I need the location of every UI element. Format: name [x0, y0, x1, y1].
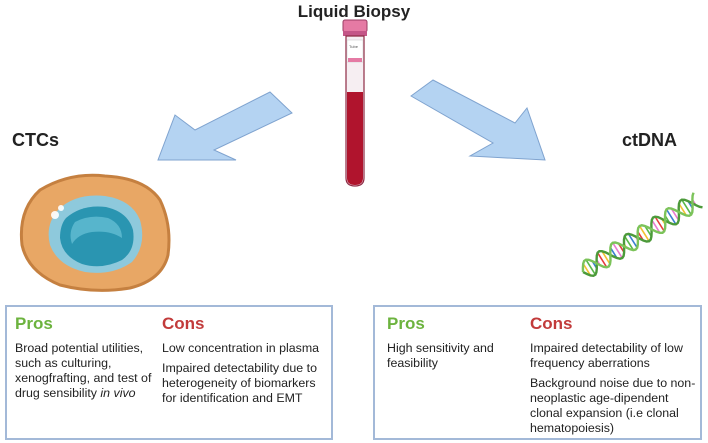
dna-rung [651, 219, 661, 234]
ctcs-pros-italic: in vivo [100, 386, 136, 400]
circulating-tumor-cell-icon [19, 173, 171, 292]
ctdna-heading: ctDNA [622, 130, 678, 150]
arrow-to-ctdna [410, 79, 546, 161]
dna-rung [627, 233, 638, 249]
ctcs-pros-text: Broad potential utilities, such as cultu… [15, 341, 155, 401]
blood-tube-icon: Tube [342, 19, 368, 187]
dna-strand [581, 192, 695, 273]
dna-rung [624, 235, 634, 251]
dna-helix-icon [581, 192, 703, 278]
dna-rung [654, 216, 665, 232]
dna-rung [596, 252, 608, 268]
dna-rung [665, 208, 677, 225]
dna-rung [612, 242, 623, 259]
ctcs-pros-heading: Pros [15, 314, 53, 333]
ctcs-cons-heading: Cons [162, 314, 205, 333]
ctcs-heading: CTCs [12, 130, 60, 150]
ctdna-cons-heading: Cons [530, 314, 573, 333]
dna-rung [638, 225, 650, 242]
tube-label: Tube [349, 44, 359, 49]
ctdna-cons-item: Impaired detectability of low frequency … [530, 341, 683, 370]
dna-rung [582, 263, 592, 276]
dna-rung [585, 259, 597, 276]
ctdna-pros-cons-box: Pros High sensitivity and feasibility Co… [373, 305, 702, 440]
dna-rung [681, 199, 692, 216]
ctcs-cons-item: Low concentration in plasma [162, 341, 320, 355]
dna-rung [678, 203, 688, 216]
ctdna-pros-heading: Pros [387, 314, 425, 333]
ctdna-cons-item: Background noise due to non-neoplastic a… [530, 376, 696, 435]
dna-rung [601, 250, 611, 265]
arrow-to-ctcs [157, 91, 293, 161]
ctcs-pros-cons-box: Pros Broad potential utilities, such as … [5, 305, 333, 440]
ctdna-pros-text: High sensitivity and feasibility [387, 341, 494, 370]
ctcs-pros-body: Broad potential utilities, such as cultu… [15, 341, 152, 400]
ctcs-cons-list: Low concentration in plasma Impaired det… [162, 341, 332, 411]
ctdna-cons-list: Impaired detectability of low frequency … [530, 341, 698, 441]
page-title: Liquid Biopsy [297, 2, 411, 21]
dna-rung [670, 208, 680, 221]
ctcs-cons-item: Impaired detectability due to heterogene… [162, 361, 317, 405]
